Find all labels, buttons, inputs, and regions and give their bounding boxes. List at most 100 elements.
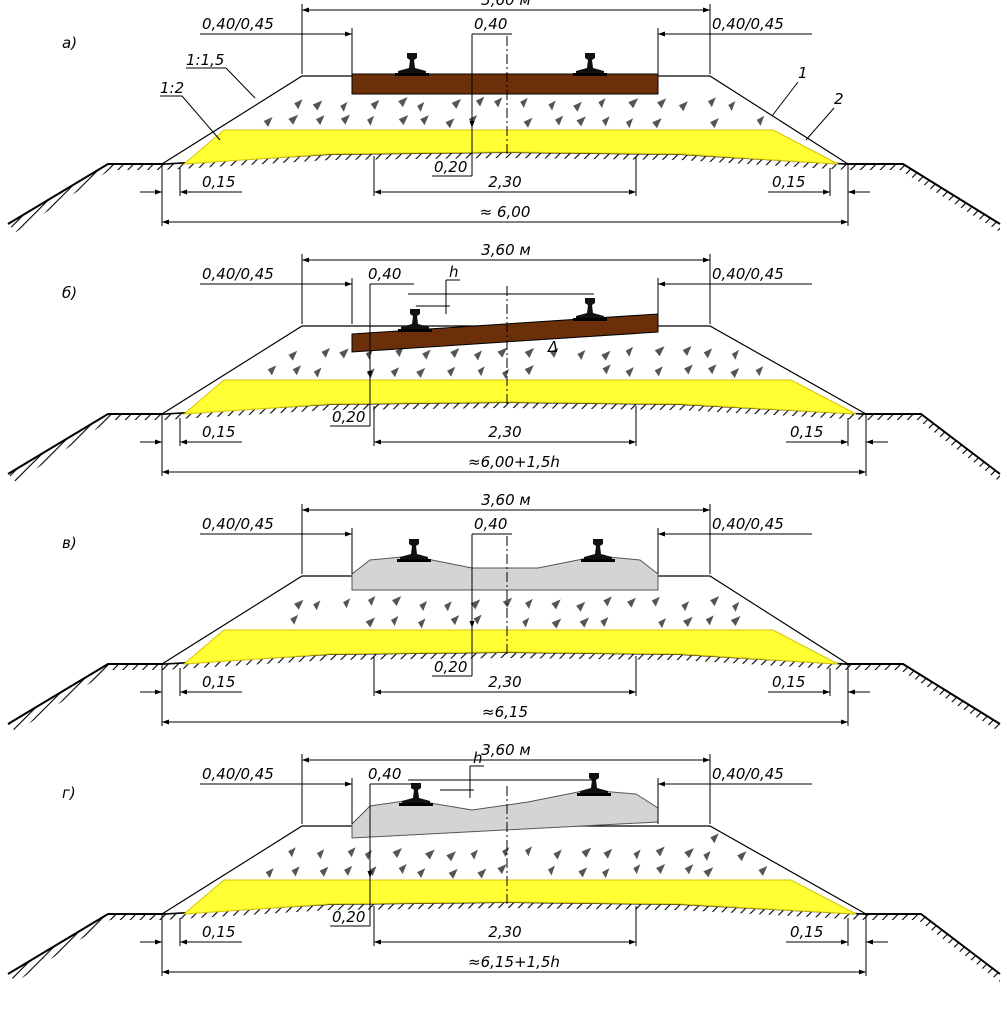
label-ballast-depth: 0,40	[368, 265, 401, 283]
ballast-chip	[520, 97, 528, 108]
ballast-chip	[416, 367, 426, 378]
arrow-shoulder-right	[658, 531, 665, 537]
ballast-chip	[652, 118, 662, 129]
ballast-chip	[473, 614, 482, 625]
label-shoulder-left: 0,40/0,45	[202, 265, 274, 283]
label-sand-depth: 0,20	[434, 658, 467, 676]
ballast-chip	[473, 350, 483, 361]
arrow-shoulder-right	[658, 31, 665, 37]
ballast-chip	[312, 100, 323, 111]
dim-width-top-arrow-right	[703, 257, 710, 263]
ballast-chip	[576, 601, 586, 612]
ballast-chip	[343, 598, 351, 609]
label-width-top: 3,60 м	[481, 241, 530, 259]
label-slope-1: 1:1,5	[186, 51, 224, 69]
label-sand-width: 2,30	[488, 173, 521, 191]
sleeper-body	[351, 313, 659, 353]
ballast-chip	[628, 98, 639, 109]
ballast-chip	[494, 97, 503, 108]
ballast-chip	[398, 864, 407, 875]
label-ballast-depth: 0,40	[474, 15, 507, 33]
ballast-chip	[707, 364, 717, 375]
ballast-chip	[477, 868, 487, 879]
ballast-chip	[367, 596, 376, 607]
label-slope-2: 1:2	[160, 79, 184, 97]
arrow-edge-left-b	[180, 189, 187, 195]
ballast-chip	[475, 96, 485, 107]
rail-profile	[401, 309, 429, 330]
rail-right	[573, 298, 607, 321]
label-shoulder-left: 0,40/0,45	[202, 15, 274, 33]
rail-right	[581, 539, 615, 562]
dim-sand-width-arrow-left	[374, 939, 381, 945]
dim-sand-width-arrow-left	[374, 439, 381, 445]
ballast-chip	[633, 864, 641, 875]
ballast-chip	[417, 868, 426, 879]
ballast-chip	[731, 349, 739, 360]
ballast-chip	[551, 599, 561, 610]
sleeper-body	[351, 73, 659, 95]
ballast-chip	[316, 849, 325, 860]
ballast-chip	[340, 101, 348, 112]
rail-tie-plate	[573, 73, 607, 76]
arrow-shoulder-left	[345, 531, 352, 537]
ballast-chip	[655, 846, 665, 857]
ballast-chip	[576, 116, 586, 127]
dim-sand-width-arrow-right	[629, 189, 636, 195]
ballast-chip	[288, 350, 298, 361]
arrow-depth	[367, 871, 373, 878]
ballast-chip	[524, 347, 535, 358]
ballast-chip	[447, 366, 456, 377]
dim-total-arrow-left	[162, 219, 169, 225]
callout-1-leader	[771, 81, 799, 117]
arrow-edge-left-b	[180, 939, 187, 945]
label-width-top: 3,60 м	[481, 741, 530, 759]
ballast-chip	[445, 118, 455, 129]
ballast-chip	[395, 346, 404, 357]
sand-cushion	[182, 379, 857, 415]
ballast-chip	[451, 98, 462, 109]
ballast-chip	[367, 115, 375, 126]
ballast-chip	[737, 851, 747, 862]
rail-tie-plate	[581, 559, 615, 562]
arrow-depth	[469, 621, 475, 628]
section-label: а)	[62, 34, 77, 52]
ballast-chip	[581, 847, 592, 858]
dim-total-arrow-left	[162, 719, 169, 725]
ballast-chip	[422, 349, 431, 360]
ballast-chip	[444, 601, 452, 612]
rail-left	[398, 309, 432, 332]
rail-profile	[400, 539, 428, 560]
ballast-chip	[553, 849, 562, 860]
rail-tie-plate	[573, 318, 607, 321]
ballast-chip	[547, 865, 556, 876]
arrow-edge-right-b	[866, 439, 873, 445]
arrow-edge-right-a	[841, 939, 848, 945]
ballast-chip	[294, 99, 303, 110]
ballast-chip	[684, 864, 694, 875]
dim-width-top-arrow-right	[703, 507, 710, 513]
ballast-chip	[525, 598, 533, 609]
ballast-chip	[681, 601, 690, 612]
ballast-chip	[391, 596, 402, 607]
dim-sand-width-arrow-right	[629, 689, 636, 695]
ballast-chip	[263, 117, 273, 128]
ballast-chip	[290, 614, 299, 625]
label-superelevation: h	[449, 263, 459, 281]
ballast-chip	[420, 115, 429, 126]
label-edge-right: 0,15	[790, 423, 823, 441]
ballast-chip	[548, 100, 556, 111]
arrow-shoulder-left	[345, 31, 352, 37]
ballast-chip	[470, 849, 478, 860]
dim-total-arrow-left	[162, 969, 169, 975]
ballast-chip	[684, 848, 694, 859]
arrow-edge-left-a	[155, 939, 162, 945]
ballast-chip	[602, 364, 611, 375]
arrow-shoulder-right	[658, 781, 665, 787]
ballast-chip	[703, 867, 714, 878]
ballast-chip	[601, 350, 611, 361]
